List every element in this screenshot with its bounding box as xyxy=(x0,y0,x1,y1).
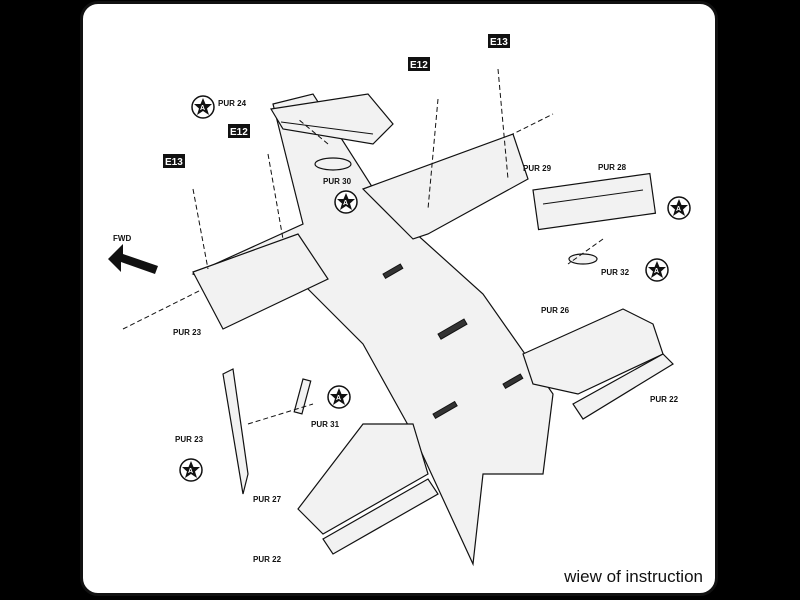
svg-text:A: A xyxy=(654,268,659,275)
svg-text:A: A xyxy=(343,200,348,207)
label-pur29: PUR 29 xyxy=(523,164,552,173)
star-marker-icon: A xyxy=(334,190,358,214)
svg-text:A: A xyxy=(200,105,205,112)
star-marker-icon: A xyxy=(179,458,203,482)
svg-text:E13: E13 xyxy=(165,157,183,168)
label-pur26: PUR 26 xyxy=(541,306,570,315)
star-marker-icon: A xyxy=(667,196,691,220)
tag-e13-right: E13 xyxy=(488,34,510,48)
svg-text:E12: E12 xyxy=(410,60,428,71)
label-pur22-bottom: PUR 22 xyxy=(253,555,282,564)
fwd-label: FWD xyxy=(113,234,131,243)
pur28-part xyxy=(532,172,657,231)
star-marker-icon: A xyxy=(645,258,669,282)
pur23-left-fin xyxy=(222,368,249,495)
svg-text:A: A xyxy=(188,468,193,475)
label-pur30: PUR 30 xyxy=(323,177,352,186)
svg-text:E12: E12 xyxy=(230,127,248,138)
fwd-arrow-icon xyxy=(108,244,158,274)
svg-text:A: A xyxy=(676,206,681,213)
label-pur32: PUR 32 xyxy=(601,268,630,277)
pur27-wing xyxy=(297,423,429,535)
pur31-store xyxy=(293,378,312,415)
exploded-assembly-diagram: FWD E13 E12 E12 E13 PUR 24 PUR 30 PUR 29… xyxy=(108,34,691,567)
label-pur31: PUR 31 xyxy=(311,420,340,429)
tag-e12-left: E12 xyxy=(228,124,250,138)
pur32-store xyxy=(568,253,598,265)
pur23-panel-top xyxy=(192,233,329,330)
pur24-panel xyxy=(270,93,394,145)
pur29-stabilizer xyxy=(361,133,529,240)
label-pur28: PUR 28 xyxy=(598,163,627,172)
caption-text: wiew of instruction xyxy=(564,567,703,586)
star-marker-icon: A xyxy=(191,95,215,119)
pur22-right-flap xyxy=(572,353,674,420)
tag-e12-right: E12 xyxy=(408,57,430,71)
instruction-frame: FWD E13 E12 E12 E13 PUR 24 PUR 30 PUR 29… xyxy=(80,1,718,596)
tag-e13-left: E13 xyxy=(163,154,185,168)
pur30-store xyxy=(314,157,352,171)
pur22-bottom-flap xyxy=(322,478,439,555)
svg-text:E13: E13 xyxy=(490,37,508,48)
label-pur22-right: PUR 22 xyxy=(650,395,679,404)
label-pur27: PUR 27 xyxy=(253,495,282,504)
star-marker-icon: A xyxy=(327,385,351,409)
svg-text:A: A xyxy=(336,395,341,402)
label-pur24: PUR 24 xyxy=(218,99,247,108)
label-pur23-top: PUR 23 xyxy=(173,328,202,337)
label-pur23-left: PUR 23 xyxy=(175,435,204,444)
